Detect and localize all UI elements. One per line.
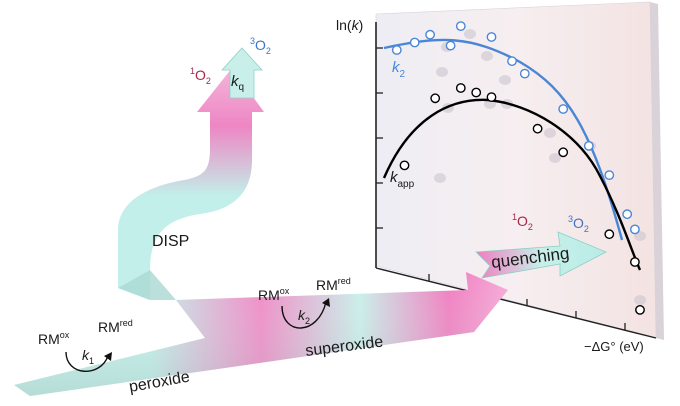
- k1-label: k1: [82, 347, 94, 366]
- disp-label: DISP: [152, 233, 189, 250]
- base-reaction-arrow: [14, 272, 508, 396]
- k2-data-point: [445, 40, 456, 51]
- k2-fit-curve: [383, 38, 624, 241]
- rm-ox-left: RMox: [38, 330, 70, 347]
- quenching-arrow: [475, 231, 607, 279]
- k2-data-point: [630, 224, 640, 235]
- k2-data-point: [409, 37, 420, 48]
- quenching-arrow-body: [475, 231, 607, 279]
- kapp-data-point: [635, 304, 645, 315]
- k2-label: k2: [298, 307, 310, 326]
- triplet-o2-top: 3O2: [250, 36, 271, 56]
- k2-data-point: [558, 104, 569, 114]
- k1-arrowhead: [104, 352, 112, 361]
- kapp-data-point: [532, 123, 543, 134]
- x-axis: [375, 267, 657, 339]
- y-axis-label: ln(k): [336, 17, 363, 33]
- kapp-data-point: [471, 87, 482, 98]
- k2-data-point: [583, 140, 594, 151]
- rm-red-left: RMred: [98, 318, 133, 335]
- kapp-fit-curve: [382, 98, 642, 271]
- kapp-data-point: [455, 83, 466, 93]
- disp-arrow-fold: [118, 270, 176, 300]
- k2-data-point: [519, 68, 530, 79]
- disp-arrow-body: [118, 68, 264, 300]
- rm-ox-middle: RMox: [258, 286, 290, 303]
- triplet-o2-right: 3O2: [568, 214, 589, 234]
- k1-curved-arrow: [65, 351, 109, 372]
- k2-series-label: k2: [392, 59, 406, 80]
- k2-data-point: [622, 209, 633, 220]
- y-ticks: [376, 47, 383, 229]
- singlet-o2-top: 1O2: [190, 66, 211, 86]
- k2-arrowhead: [322, 298, 330, 307]
- k2-data-point: [455, 21, 466, 32]
- kapp-data-point: [604, 229, 615, 240]
- kapp-data-point: [630, 257, 640, 267]
- k2-data-point: [507, 56, 517, 66]
- k2-data-point: [391, 45, 402, 55]
- chart-side-shadow: [650, 2, 664, 340]
- kapp-data-point: [399, 160, 410, 171]
- kq-label: kq: [231, 73, 244, 93]
- kapp-series-label: kapp: [390, 169, 415, 190]
- k2-data-point: [604, 170, 615, 181]
- disp-arrow: [118, 47, 264, 300]
- kq-arrow: [221, 47, 263, 99]
- k2-data-points: [391, 21, 640, 235]
- kapp-data-points: [399, 83, 645, 315]
- kapp-data-point: [430, 93, 441, 104]
- k2-curved-arrow: [281, 301, 327, 329]
- chart-background: [375, 1, 657, 339]
- data-shadows: [434, 29, 646, 305]
- x-axis-label: −ΔG° (eV): [584, 339, 644, 354]
- kapp-data-point: [558, 147, 569, 158]
- kapp-data-point: [486, 92, 497, 103]
- k2-data-point: [425, 29, 435, 40]
- rm-red-middle: RMred: [316, 276, 351, 293]
- base-arrow-bevel: [14, 272, 508, 396]
- singlet-o2-right: 1O2: [512, 212, 533, 232]
- k2-data-point: [486, 32, 497, 42]
